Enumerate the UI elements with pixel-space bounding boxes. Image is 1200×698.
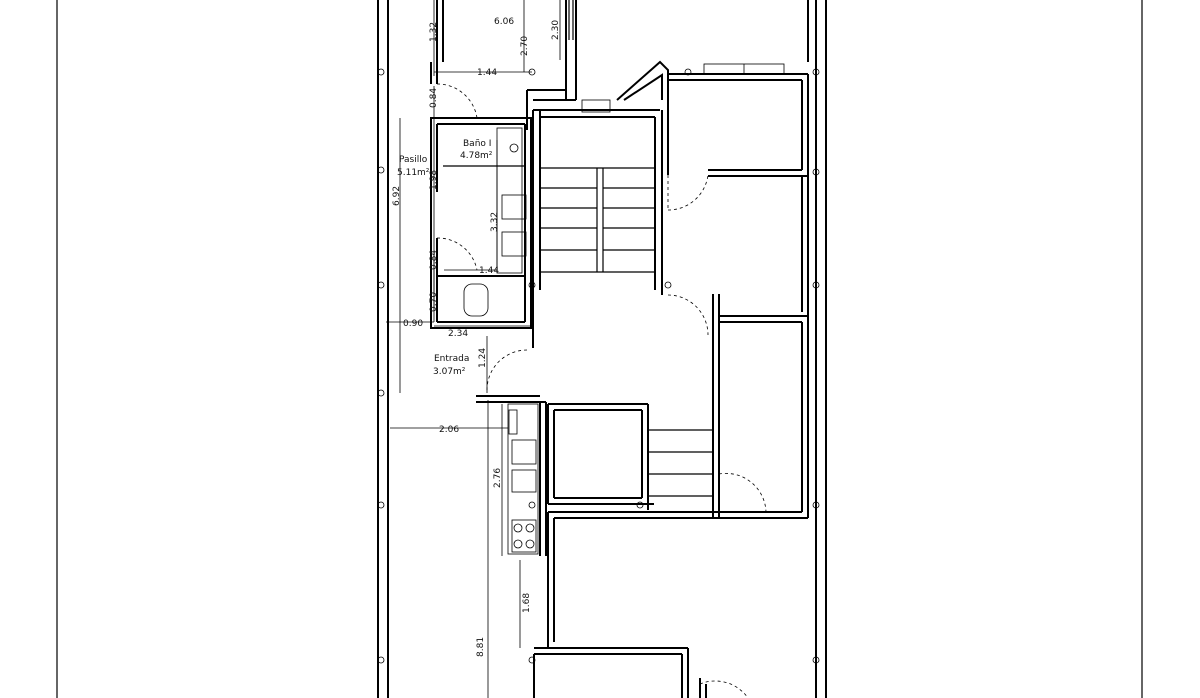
dim-label-2-30: 2.30 [551, 20, 561, 40]
right-room-walls [616, 60, 809, 519]
dim-label-1-98: 1.98 [429, 170, 439, 190]
dim-label-1-24: 1.24 [478, 348, 488, 368]
bath-walls [430, 62, 532, 329]
room-area-entrada: 3.07m² [433, 367, 466, 377]
columns [377, 68, 820, 664]
dim-label-1-68: 1.68 [522, 593, 532, 613]
dim-label-0-84-top: 0.84 [429, 88, 439, 108]
top-room-walls [436, 0, 809, 130]
dim-label-2-70: 2.70 [520, 36, 530, 56]
dimension-lines [386, 0, 561, 698]
room-name-pasillo: Pasillo [399, 155, 428, 165]
dim-label-1-44-bottom: 1.44 [479, 266, 499, 276]
exterior-walls [377, 0, 827, 698]
door-swings [436, 83, 767, 698]
dim-label-0-84-bottom: 0.84 [429, 250, 439, 270]
room-name-entrada: Entrada [434, 354, 469, 364]
room-name-bano: Baño I [463, 139, 491, 149]
dim-label-8-81: 8.81 [476, 637, 486, 657]
dim-label-2-76: 2.76 [493, 468, 503, 488]
dim-label-2-34: 2.34 [448, 329, 468, 339]
dim-label-6-92: 6.92 [392, 186, 402, 206]
kitchen-walls [476, 395, 802, 698]
stair-block [532, 99, 663, 348]
dim-label-0-70: 0.70 [429, 292, 439, 312]
room-area-pasillo: 5.11m² [397, 168, 430, 178]
dim-label-0-90: 0.90 [403, 319, 423, 329]
dim-label-1-44-top: 1.44 [477, 68, 497, 78]
dim-label-3-32: 3.32 [490, 212, 500, 232]
dim-label-1-32: 1.32 [429, 22, 439, 42]
dim-label-2-06: 2.06 [439, 425, 459, 435]
room-area-bano: 4.78m² [460, 151, 493, 161]
dim-label-6-06: 6.06 [494, 17, 514, 27]
